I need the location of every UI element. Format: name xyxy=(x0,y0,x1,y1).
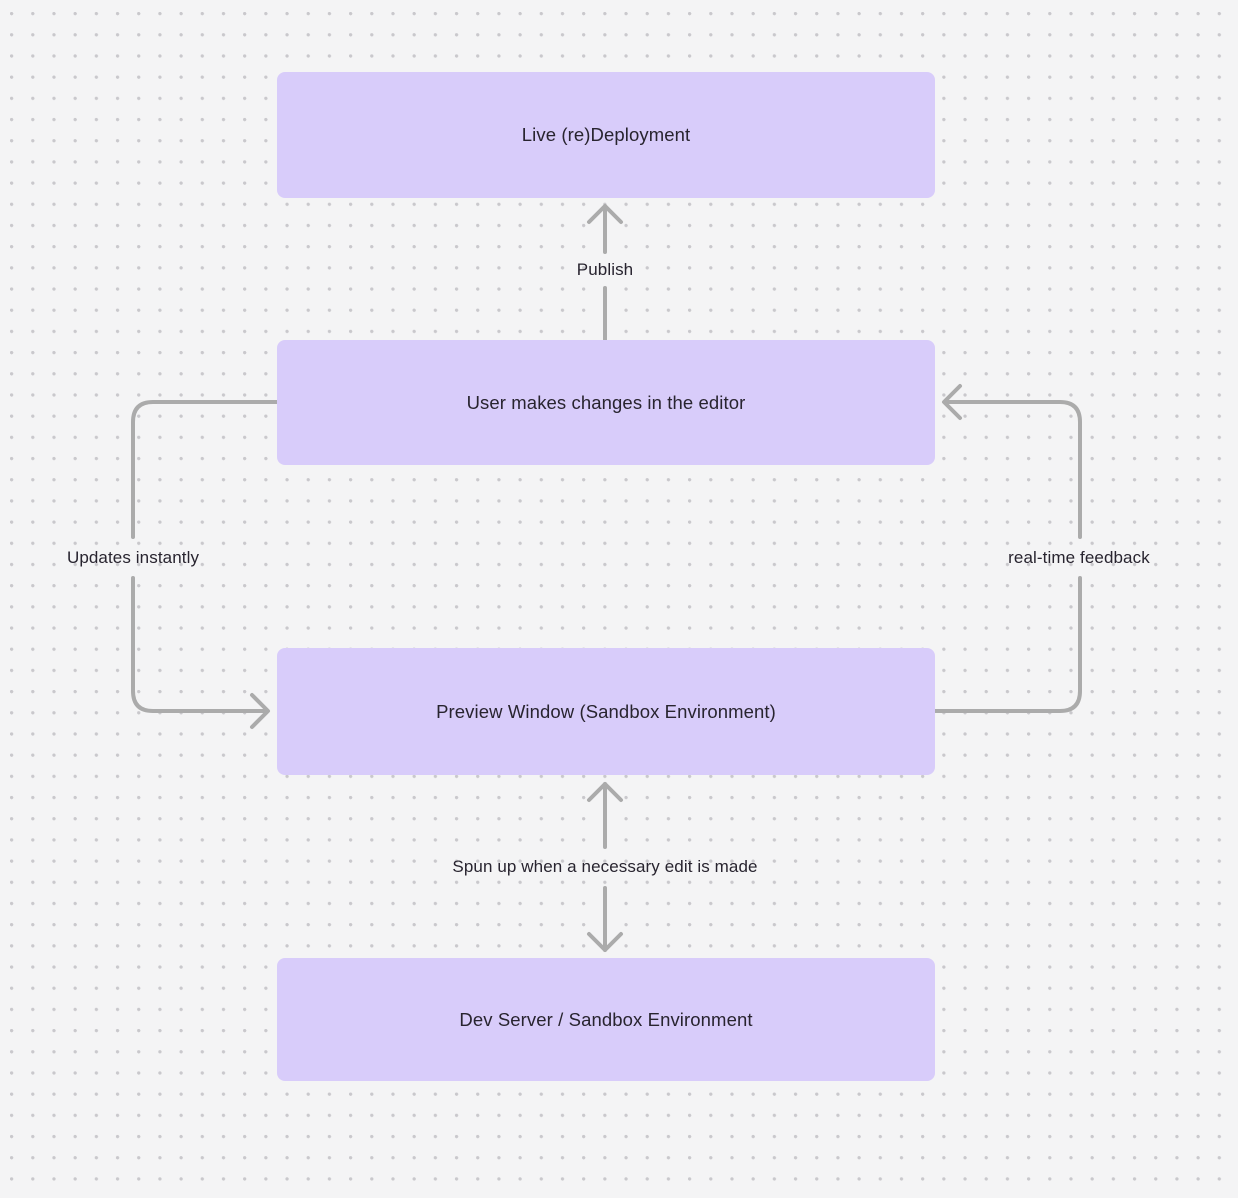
arrowhead-up-icon xyxy=(587,782,623,802)
arrowhead-right-icon xyxy=(250,693,270,729)
arrowhead-up-icon xyxy=(587,204,623,224)
node-label: Live (re)Deployment xyxy=(521,124,691,146)
node-live-redeployment[interactable]: Live (re)Deployment xyxy=(277,72,935,198)
node-dev-server[interactable]: Dev Server / Sandbox Environment xyxy=(277,958,935,1081)
edge-label-updates-instantly: Updates instantly xyxy=(66,548,200,567)
edge-label-real-time-feedback: real-time feedback xyxy=(1008,548,1150,567)
node-preview-window[interactable]: Preview Window (Sandbox Environment) xyxy=(277,648,935,775)
node-label: Preview Window (Sandbox Environment) xyxy=(436,700,776,722)
edge-label-publish: Publish xyxy=(576,260,634,279)
node-label: User makes changes in the editor xyxy=(466,391,746,413)
node-user-makes-changes[interactable]: User makes changes in the editor xyxy=(277,340,935,465)
arrowhead-down-icon xyxy=(587,932,623,952)
arrowhead-left-icon xyxy=(942,384,962,420)
edge-label-spun-up: Spun up when a necessary edit is made xyxy=(452,857,758,876)
node-label: Dev Server / Sandbox Environment xyxy=(459,1008,753,1030)
